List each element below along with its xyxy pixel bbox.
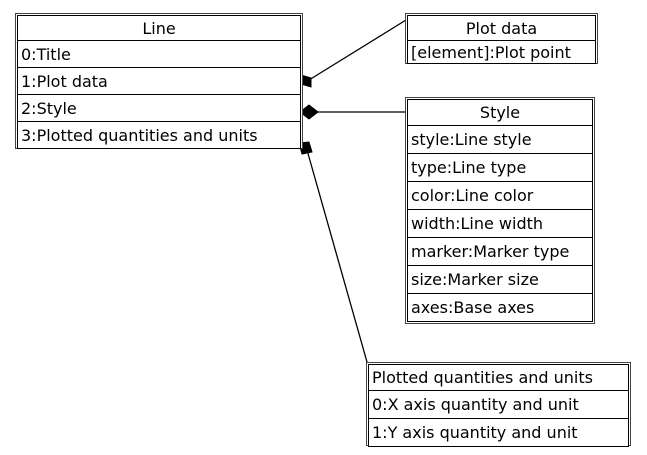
class-box-style-attribute-6: axes:Base axes [407,294,593,322]
class-box-plot-data[interactable]: Plot data [element]:Plot point [405,13,598,64]
class-box-line-attribute-2: 2:Style [17,95,301,122]
class-box-plot-data-attribute-0: [element]:Plot point [407,41,596,64]
class-box-style-attribute-4: marker:Marker type [407,238,593,266]
class-box-line-attribute-3: 3:Plotted quantities and units [17,122,301,149]
class-box-line[interactable]: Line 0:Title 1:Plot data 2:Style 3:Plott… [15,13,303,149]
connector-line-to-style [299,104,406,120]
class-box-plotted-quantities-attribute-0: 0:X axis quantity and unit [368,391,629,419]
class-box-plotted-quantities-attribute-1: 1:Y axis quantity and unit [368,419,629,447]
class-box-style-attribute-1: type:Line type [407,154,593,182]
class-box-line-attribute-1: 1:Plot data [17,68,301,95]
class-box-style-attribute-0: style:Line style [407,126,593,154]
class-box-style-attribute-2: color:Line color [407,182,593,210]
connector-line-to-plotted-quantities-path [306,149,368,363]
class-box-style-attribute-3: width:Line width [407,210,593,238]
class-box-style-attribute-5: size:Marker size [407,266,593,294]
connector-line-to-plotted-quantities [298,141,368,363]
connector-line-to-plot-data [300,19,407,88]
connector-line-to-plot-data-path [308,19,407,81]
class-box-line-title: Line [17,15,301,41]
class-box-plotted-quantities[interactable]: Plotted quantities and units 0:X axis qu… [366,362,631,447]
class-box-plot-data-title: Plot data [407,15,596,41]
class-box-style-title: Style [407,99,593,126]
class-box-style[interactable]: Style style:Line style type:Line type co… [405,97,595,324]
class-box-plotted-quantities-title: Plotted quantities and units [368,364,629,391]
class-box-line-attribute-0: 0:Title [17,41,301,68]
